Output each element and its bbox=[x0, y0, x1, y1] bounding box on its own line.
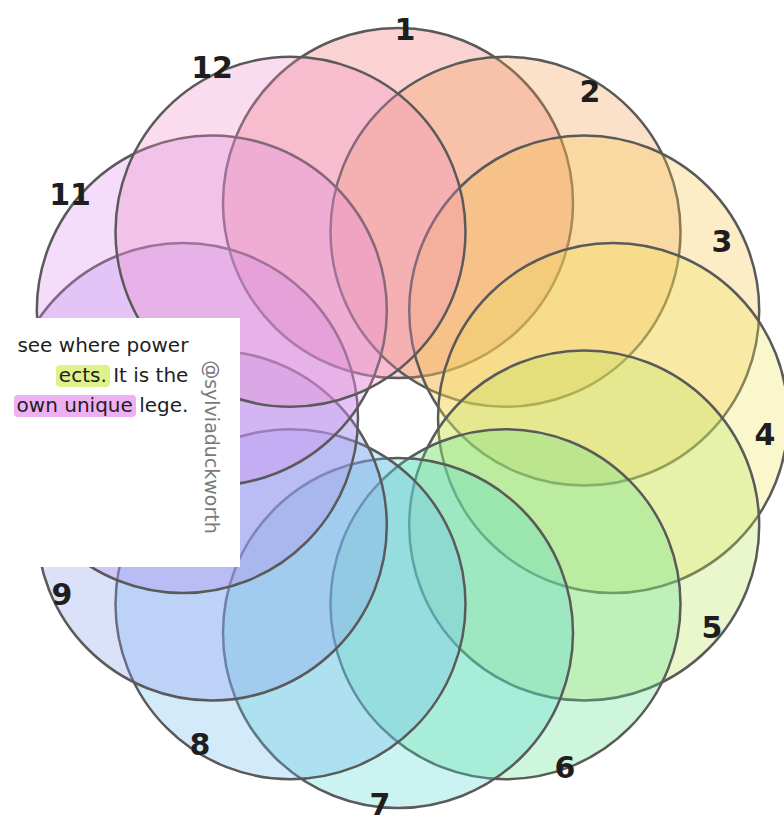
callout-number: 12 bbox=[191, 51, 233, 85]
text-panel: see where power ects. It is the own uniq… bbox=[0, 318, 240, 567]
watermark: @sylviaduckworth bbox=[201, 360, 223, 534]
callout-number: 6 bbox=[555, 751, 576, 785]
callout-number: 8 bbox=[190, 728, 211, 762]
quote-text: see where power ects. It is the own uniq… bbox=[14, 330, 188, 420]
callout-number: 7 bbox=[370, 788, 391, 822]
callout-number: 9 bbox=[52, 578, 73, 612]
callout-number: 11 bbox=[49, 178, 91, 212]
callout-number: 2 bbox=[580, 75, 601, 109]
callout-number: 1 bbox=[395, 13, 416, 47]
callout-number: 5 bbox=[702, 611, 723, 645]
callout-number: 4 bbox=[755, 418, 776, 452]
callout-number: 3 bbox=[712, 225, 733, 259]
